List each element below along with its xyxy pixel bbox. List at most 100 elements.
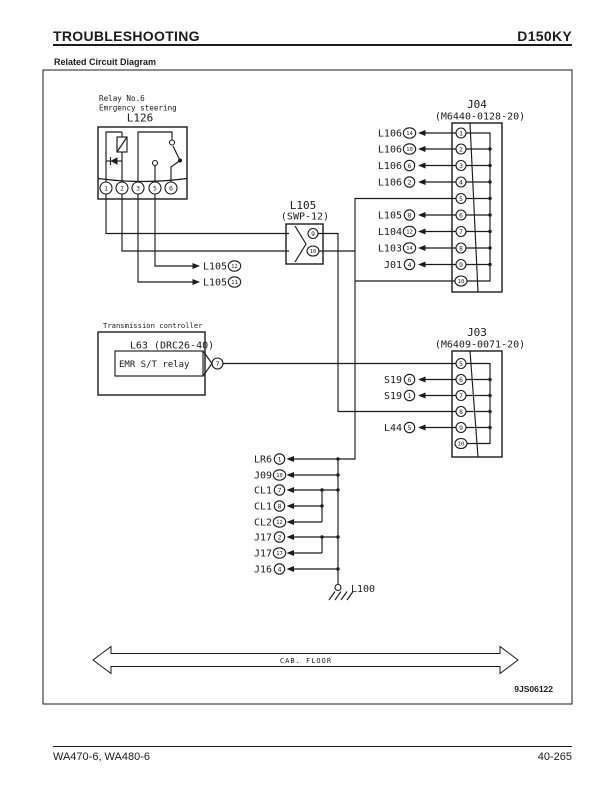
wire-label: CL2: [254, 518, 272, 529]
ground-name: L100: [351, 584, 375, 595]
relay-pin-5: 5: [153, 185, 157, 192]
wires: [105, 194, 456, 584]
connector-name: J04: [467, 98, 487, 111]
wire-label-pin: 17: [276, 551, 283, 557]
controller-name: L63 (DRC26-40): [130, 341, 214, 352]
wire-label-pin: 7: [278, 487, 282, 494]
wire-label: L44: [384, 423, 402, 434]
wire-label-pin: 12: [406, 230, 413, 236]
wire-label: S19: [384, 391, 402, 402]
relay-caption-line2: Emrgency steering: [99, 104, 177, 113]
wire-label: CL1: [254, 486, 272, 497]
footer-models: WA470-6, WA480-6: [53, 751, 151, 763]
j03-pin: 10: [458, 442, 465, 448]
l105-pin-10: 10: [310, 249, 317, 255]
wire-label-pin: 6: [408, 377, 412, 384]
relay-caption-line1: Relay No.6: [99, 94, 145, 103]
footer-rule: [53, 746, 572, 747]
wire-label: J17: [254, 549, 272, 560]
wire-label-pin: 10: [406, 147, 413, 153]
wire-label: L106: [378, 145, 402, 156]
controller-pin: 7: [216, 361, 220, 368]
connector-type: (M6440-0128-20): [435, 112, 525, 123]
wire-label-pin: 8: [278, 503, 282, 510]
j04-pin: 5: [459, 196, 463, 203]
wire-label-pin: 5: [408, 425, 412, 432]
wire-label: S19: [384, 375, 402, 386]
wire-label: LR6: [254, 455, 272, 466]
wire-label: L106: [378, 129, 402, 140]
wire-label-pin: 10: [276, 473, 283, 479]
j03-pin: 7: [459, 393, 463, 400]
arrow-right-icon: [192, 263, 200, 269]
wire-label-pin: 2: [408, 179, 412, 186]
wire-label-pin: 12: [276, 520, 283, 526]
connector-l105: L105 (SWP-12) 9 10: [281, 199, 329, 265]
connector-type: (M6409-0071-20): [435, 340, 525, 351]
connector-type: (SWP-12): [281, 212, 329, 223]
j03-pin: 5: [459, 361, 463, 368]
section-title: Related Circuit Diagram: [54, 57, 157, 67]
wire-label: L105: [203, 262, 227, 273]
wire-label-pin: 2: [278, 534, 282, 541]
figure-code: 9JS06122: [514, 684, 553, 694]
wire-label: J17: [254, 533, 272, 544]
j04-pin: 4: [459, 179, 463, 186]
relay-pin-6: 6: [169, 185, 173, 192]
page-header-model: D150KY: [517, 28, 572, 44]
arrow-right-icon: [192, 279, 200, 285]
j03-pin: 9: [459, 425, 463, 432]
relay-name: L126: [127, 112, 154, 125]
relay-output-labels: L105 12 L105 11: [192, 260, 242, 289]
j04-pin: 9: [459, 262, 463, 269]
j04-pin: 8: [459, 245, 463, 252]
ground-symbol: L100: [328, 583, 375, 601]
j04-pin: 3: [459, 163, 463, 170]
wire-label-pin: 1: [408, 393, 412, 400]
relay-pin-2: 2: [120, 185, 124, 192]
header-rule: [53, 44, 572, 46]
wire-label: L106: [378, 178, 402, 189]
connector-j04: J04 (M6440-0128-20) 1 2 3 4 5 6: [435, 98, 525, 293]
relay-pin-3: 3: [136, 185, 140, 192]
wire-label: J09: [254, 471, 272, 482]
wire-label-pin: 6: [408, 163, 412, 170]
wire-label: L104: [378, 227, 402, 238]
connector-j03: J03 (M6409-0071-20) 5 6 7 8 9 10: [435, 326, 525, 458]
wire-label-pin: 14: [406, 246, 413, 252]
wire-label-pin: 4: [278, 566, 282, 573]
j03-pin: 6: [459, 377, 463, 384]
relay-pin-1: 1: [104, 185, 108, 192]
controller-caption: Transmission controller: [103, 321, 203, 330]
ground-icon: [334, 583, 342, 592]
figure-border: [42, 69, 573, 705]
j04-pin: 6: [459, 212, 463, 219]
double-arrow-icon: [92, 645, 519, 675]
wire-label-pin: 12: [231, 264, 238, 270]
wire-label: L103: [378, 244, 402, 255]
cab-floor-band: CAB. FLOOR: [92, 645, 519, 675]
page-header-section: TROUBLESHOOTING: [53, 28, 200, 44]
transmission-controller: Transmission controller L63 (DRC26-40) E…: [97, 321, 224, 396]
relay-l126: Relay No.6 Emrgency steering L126: [97, 94, 188, 200]
cab-floor-label: CAB. FLOOR: [280, 657, 332, 665]
j04-pin: 7: [459, 229, 463, 236]
wire-label-pin: 4: [408, 262, 412, 269]
j04-wire-labels: L106 14 L106 10 L106 6 L106 2 L105 8 L10…: [378, 127, 456, 271]
j03-wire-labels: S19 6 S19 1 L44 5: [384, 373, 456, 434]
ground-wire-labels: LR6 1 J09 10 CL1 7 CL1 8 CL2 12 J17 2: [254, 453, 294, 576]
connector-name: L105: [290, 199, 317, 212]
footer-page-number: 40-265: [537, 751, 572, 763]
wire-label: CL1: [254, 502, 272, 513]
j04-pin: 1: [459, 130, 463, 137]
wire-label-pin: 14: [406, 131, 413, 137]
controller-signal: EMR S/T relay: [119, 360, 190, 370]
j04-pin: 10: [458, 279, 465, 285]
connector-name: J03: [467, 326, 487, 339]
wire-label-pin: 11: [231, 280, 238, 286]
wire-label-pin: 8: [408, 212, 412, 219]
wire-label: J01: [384, 260, 402, 271]
wire-label: L106: [378, 161, 402, 172]
